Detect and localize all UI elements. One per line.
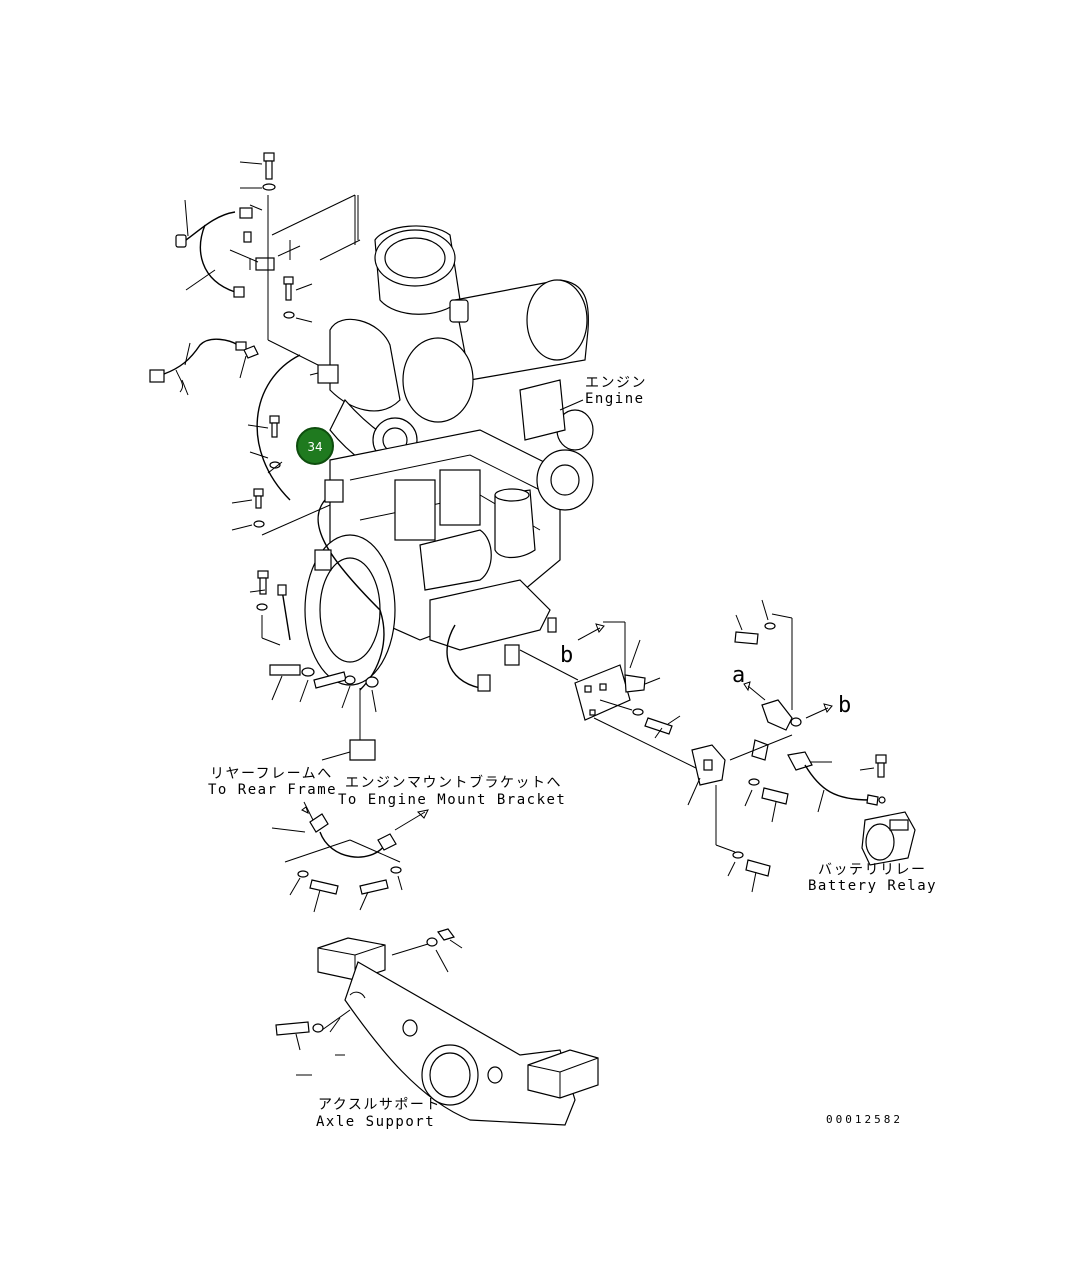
arrow-a-indicator [743, 681, 766, 701]
bolt-stack-left [231, 415, 331, 536]
sensor-harness-top [175, 199, 275, 298]
engine-mount-label-en: To Engine Mount Bracket [338, 792, 566, 808]
arrow-b-label: b [560, 643, 573, 668]
engine-leader [559, 399, 584, 411]
leader-lines-top [267, 194, 361, 366]
engine-label-jp: エンジン [585, 375, 647, 391]
engine-label-en: Engine [585, 391, 645, 407]
callout-34-circle[interactable] [296, 427, 334, 465]
axle-support-part [275, 928, 599, 1126]
callout-34[interactable]: 34 [296, 427, 334, 465]
arrow-b2-label: b [838, 693, 851, 718]
axle-support-label-jp: アクスルサポート [318, 1097, 441, 1113]
drawing-number: 00012582 [826, 1113, 903, 1126]
ground-cable-bottom [271, 801, 429, 913]
rear-frame-label-en: To Rear Frame [208, 782, 337, 798]
arrow-b-indicator [577, 623, 605, 641]
axle-support-label-en: Axle Support [316, 1114, 435, 1130]
bolt-stack-top [239, 152, 313, 323]
battery-relay-label-jp: バッテリリレー [818, 862, 927, 878]
upper-right-bolts [734, 599, 802, 731]
relay-bracket-plate [519, 621, 701, 771]
engine-assembly [256, 225, 594, 692]
arrow-b2-indicator [805, 703, 833, 719]
battery-relay-assembly [687, 734, 916, 893]
rear-frame-label-jp: リヤーフレームへ [210, 766, 333, 782]
ground-strap-left [249, 570, 379, 761]
sensor-harness-mid [149, 338, 259, 396]
arrow-a-label: a [732, 663, 745, 688]
callout-34-number[interactable]: 34 [307, 440, 322, 454]
battery-relay-label-en: Battery Relay [808, 878, 937, 894]
engine-mount-label-jp: エンジンマウントブラケットへ [345, 774, 562, 791]
